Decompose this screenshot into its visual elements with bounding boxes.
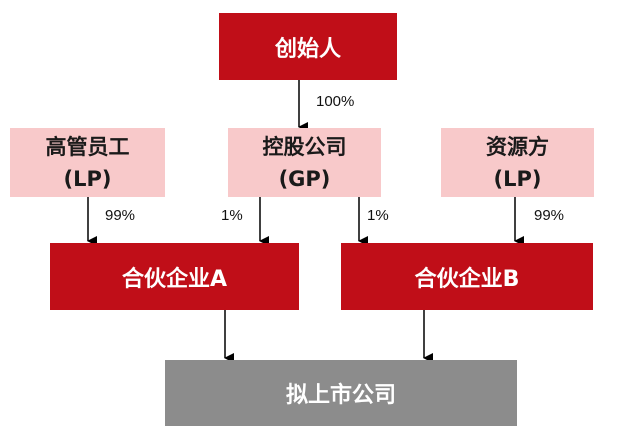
resource-lp-box: 资源方 (LP) — [441, 128, 594, 197]
pct-founder-to-holding: 100% — [316, 93, 355, 110]
partnership-b-label: 合伙企业B — [414, 266, 520, 292]
founder-box: 创始人 — [219, 13, 397, 80]
pct-resource-to-b: 99% — [534, 207, 565, 224]
partnership-a-box: 合伙企业A — [50, 243, 299, 310]
pct-holding-to-b: 1% — [367, 207, 389, 224]
executives-role: (LP) — [63, 166, 112, 191]
holding-role: (GP) — [278, 166, 331, 191]
founder-label: 创始人 — [274, 36, 341, 62]
pct-exec-to-a: 99% — [105, 207, 136, 224]
pct-holding-to-a: 1% — [221, 207, 243, 224]
executives-lp-box: 高管员工 (LP) — [10, 128, 165, 197]
resource-role: (LP) — [493, 166, 542, 191]
listed-company-label: 拟上市公司 — [285, 383, 396, 408]
executives-name: 高管员工 — [45, 134, 130, 159]
resource-name: 资源方 — [486, 134, 549, 159]
listed-company-box: 拟上市公司 — [165, 360, 517, 426]
holding-name: 控股公司 — [262, 134, 347, 159]
holding-gp-box: 控股公司 (GP) — [228, 128, 381, 197]
partnership-b-box: 合伙企业B — [341, 243, 593, 310]
partnership-a-label: 合伙企业A — [121, 266, 228, 292]
